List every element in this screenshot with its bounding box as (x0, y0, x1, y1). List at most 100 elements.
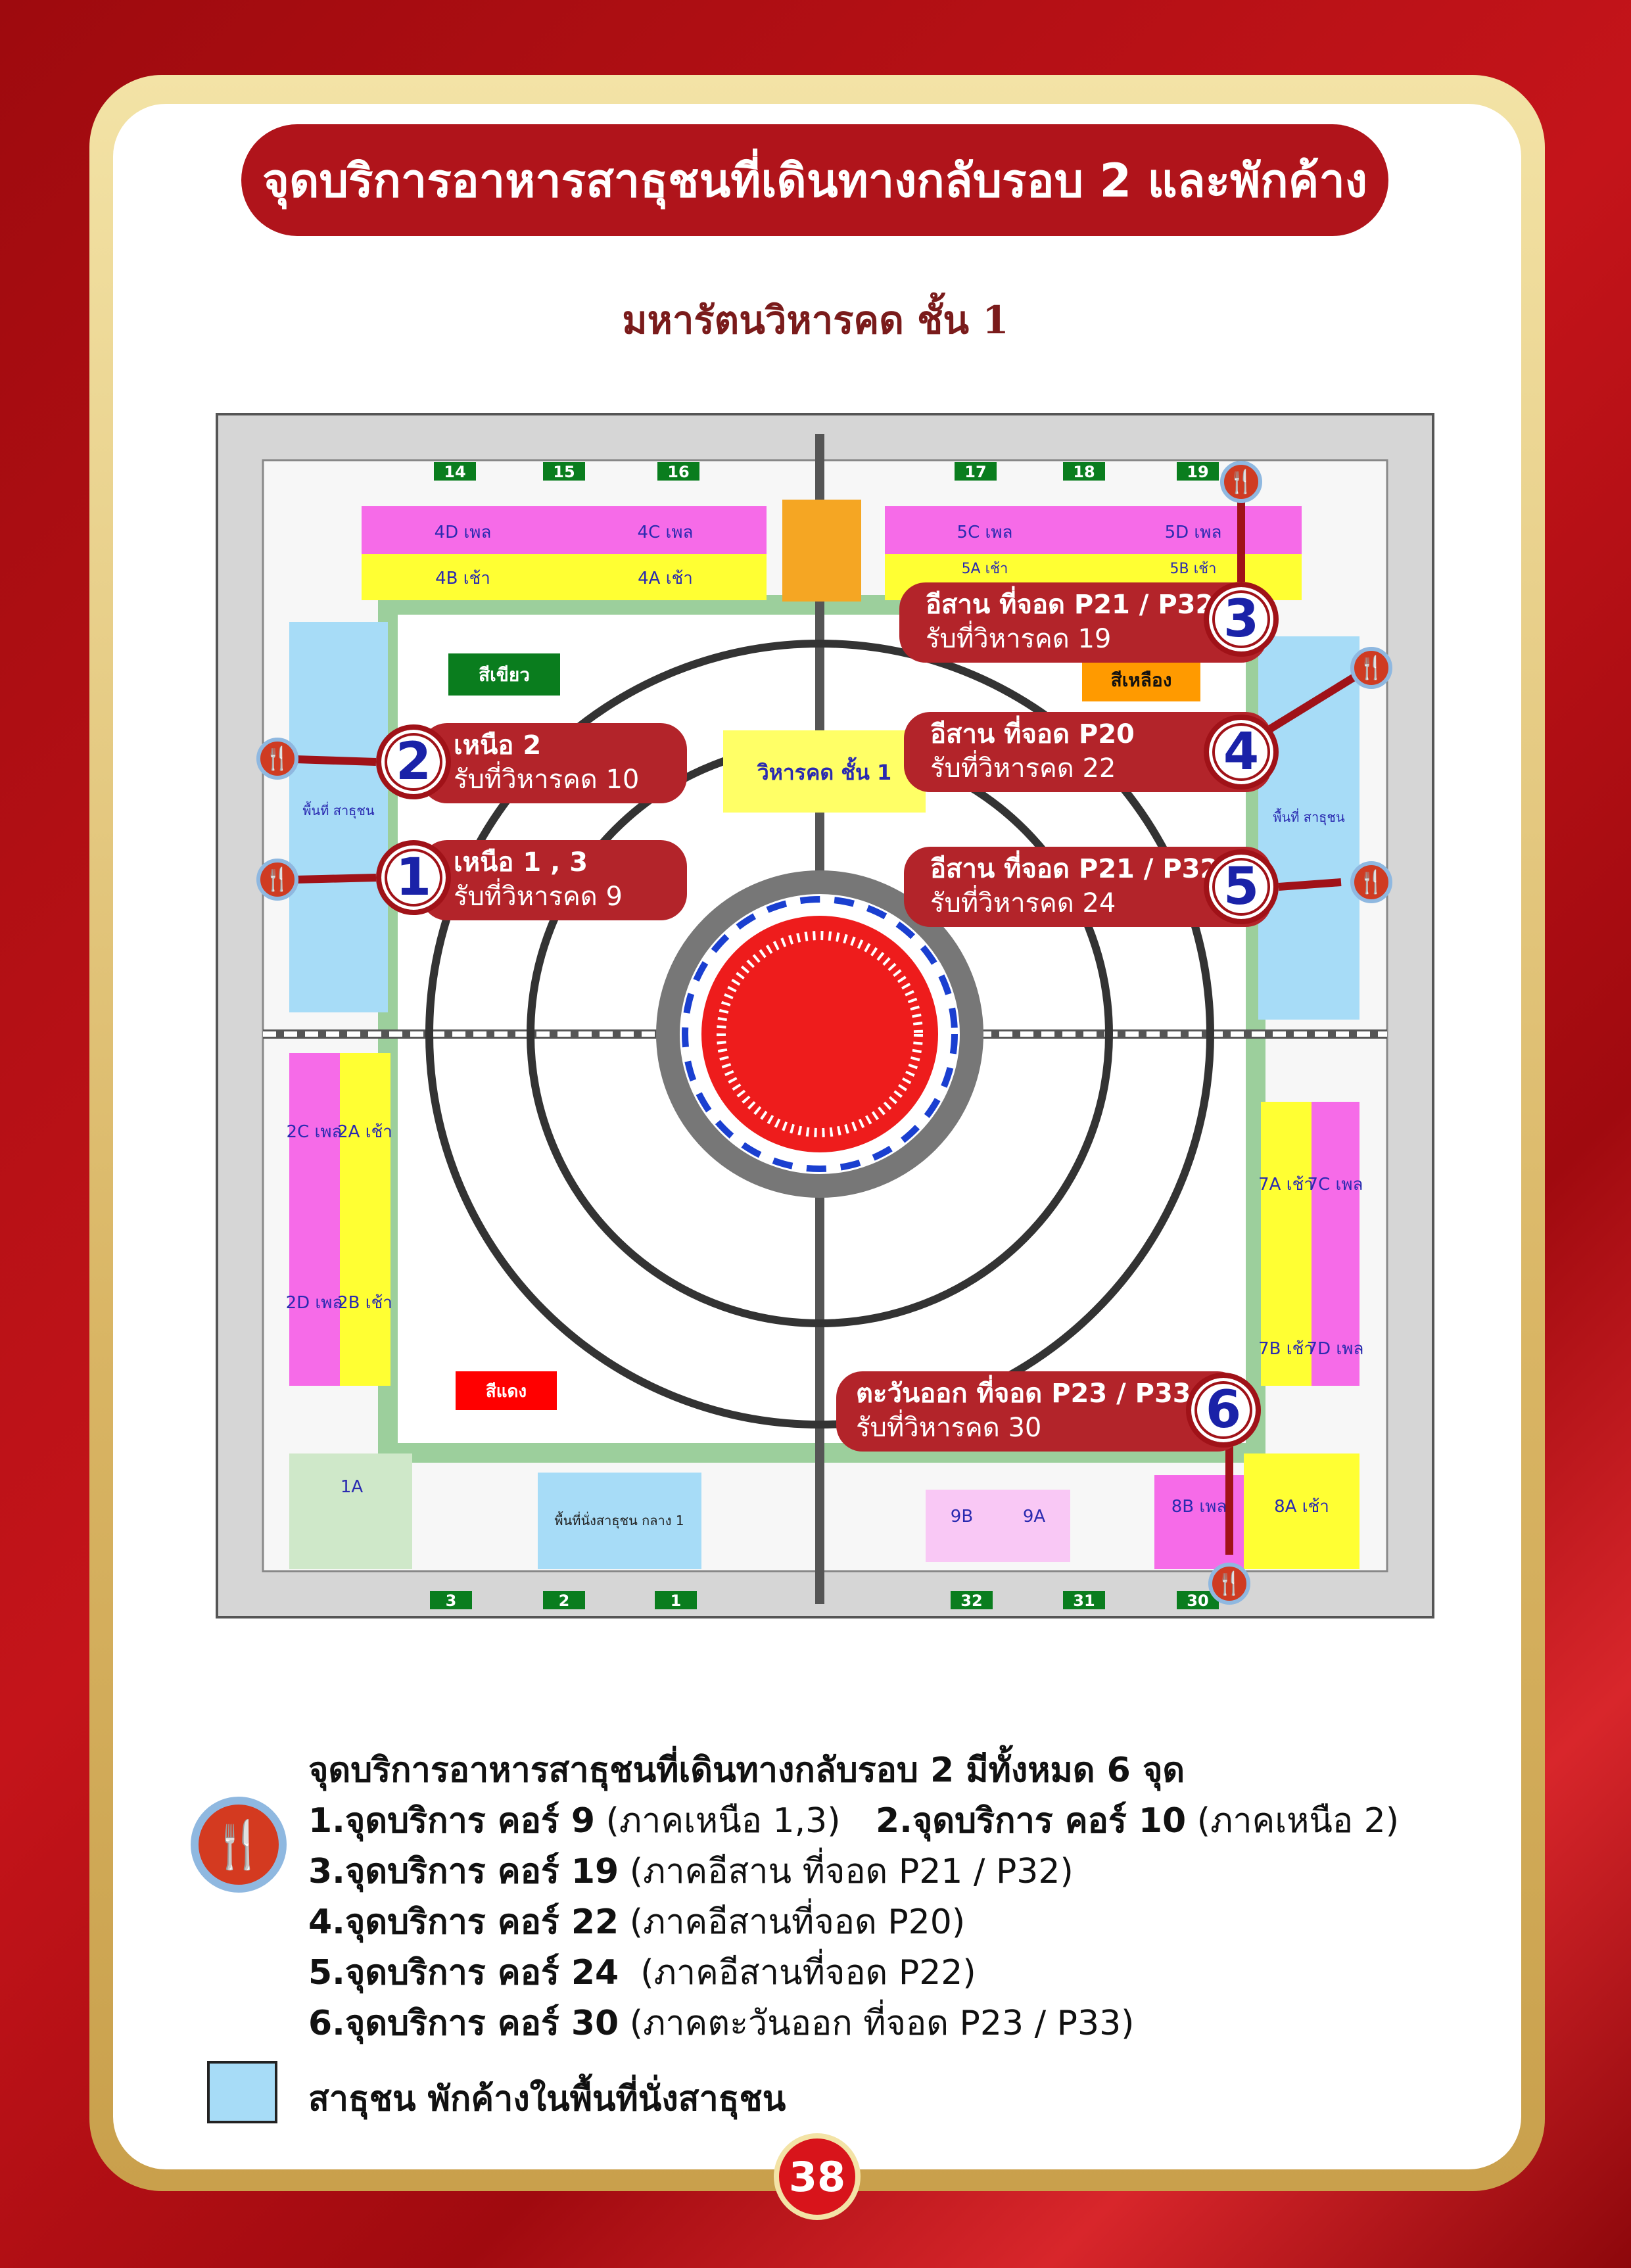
corridor-tag (543, 462, 585, 481)
food-service-point-4[interactable]: 🍴 (1350, 647, 1392, 689)
zone-label-5A: 5A เช้า (962, 561, 1008, 577)
yellow-zone-label-box (1082, 658, 1200, 701)
callout-number-1: 1 (376, 840, 451, 915)
zone-2C (289, 1053, 340, 1229)
arrow-2 (295, 755, 377, 766)
legend-item-label: 2.จุดบริการ คอร์ 10 (876, 1801, 1187, 1841)
public-area-label: พื้นที่ สาธุชน (302, 801, 375, 819)
center-label-box (723, 730, 926, 813)
callout-line2: รับที่วิหารคด 19 (926, 624, 1112, 654)
zone-4B (362, 554, 564, 600)
fork-spoon-icon: 🍴 (191, 1797, 287, 1893)
zone-label: 8B เพล (1171, 1497, 1227, 1517)
zone-5D (1085, 506, 1302, 554)
public-area-right (1258, 636, 1359, 1020)
corridor-number: 17 (964, 463, 986, 481)
food-service-point-5[interactable]: 🍴 (1350, 861, 1392, 903)
fork-spoon-icon: 🍴 (263, 866, 292, 893)
corridor-tag (657, 462, 699, 481)
yellow-zone-label: สีเหลือง (1111, 669, 1172, 691)
legend-item-label: 4.จุดบริการ คอร์ 22 (308, 1902, 619, 1942)
callout-number-3: 3 (1204, 582, 1279, 657)
corridor-tag (1063, 462, 1105, 481)
callout-number-5: 5 (1204, 849, 1279, 924)
zone-label: 7D เพล (1307, 1339, 1364, 1359)
zone-label: 4A เช้า (638, 569, 693, 588)
legend-item-label: 6.จุดบริการ คอร์ 30 (308, 2004, 619, 2043)
zone-label: 9A (1023, 1507, 1046, 1526)
arrow-5 (1278, 878, 1342, 891)
zone-center-top (782, 500, 861, 602)
legend-item-detail: (ภาคตะวันออก ที่จอด P23 / P33) (619, 2004, 1135, 2043)
zone-label: 9B (951, 1507, 973, 1526)
dome-center (701, 916, 938, 1152)
page-title: จุดบริการอาหารสาธุชนที่เดินทางกลับรอบ 2 … (241, 124, 1388, 236)
zone-4C (564, 506, 767, 554)
food-service-point-2[interactable]: 🍴 (256, 738, 298, 780)
callout-line2: รับที่วิหารคด 10 (454, 765, 640, 795)
legend-item-detail: (ภาคเหนือ 1,3) (595, 1801, 841, 1841)
legend-item-label: 1.จุดบริการ คอร์ 9 (308, 1801, 596, 1841)
zone-2D (289, 1229, 340, 1386)
zone-4D (362, 506, 564, 554)
corridor-number: 3 (446, 1592, 457, 1610)
zone-5C (885, 506, 1085, 554)
zone-label: 4B เช้า (435, 569, 490, 588)
zone-label: 1A (341, 1477, 364, 1497)
legend-item-detail: (ภาคอีสานที่จอด P22) (619, 1953, 976, 1993)
callout-line1: อีสาน ที่จอด P21 / P32 (926, 590, 1214, 620)
zone-7D (1312, 1273, 1359, 1386)
corridor-number: 32 (960, 1592, 982, 1610)
legend-item-label: 5.จุดบริการ คอร์ 24 (308, 1953, 619, 1993)
fork-spoon-icon: 🍴 (1215, 1571, 1244, 1597)
legend-title: จุดบริการอาหารสาธุชนที่เดินทางกลับรอบ 2 … (308, 1751, 1185, 1790)
zone-label: 5D เพล (1165, 523, 1222, 542)
legend-item-label: 3.จุดบริการ คอร์ 19 (308, 1852, 619, 1891)
green-zone-label-box (448, 653, 560, 696)
callout-line2: รับที่วิหารคด 24 (930, 888, 1116, 918)
food-service-point-3[interactable]: 🍴 (1220, 461, 1262, 503)
legend-item: 1.จุดบริการ คอร์ 9 (ภาคเหนือ 1,3) (308, 1793, 840, 1847)
zone-label: 2A เช้า (337, 1122, 392, 1142)
public-area-label: พื้นที่ สาธุชน (1273, 808, 1345, 826)
zone-label: 7A เช้า (1258, 1175, 1313, 1194)
legend-item: 5.จุดบริการ คอร์ 24 (ภาคอีสานที่จอด P22) (308, 1945, 976, 1999)
corridor-number: 19 (1187, 463, 1208, 481)
food-service-point-6[interactable]: 🍴 (1208, 1563, 1250, 1605)
legend-item: 6.จุดบริการ คอร์ 30 (ภาคตะวันออก ที่จอด … (308, 1995, 1134, 2050)
zone-2A (340, 1053, 390, 1229)
fork-spoon-icon: 🍴 (263, 745, 292, 772)
callout-number-4: 4 (1204, 715, 1279, 790)
outer-ring-road (425, 640, 1214, 1429)
callout-number-2: 2 (376, 724, 451, 799)
callout-1: เหนือ 1 , 3 รับที่วิหารคด 9 (421, 840, 687, 920)
corridor-number: 31 (1073, 1592, 1095, 1610)
food-service-point-1[interactable]: 🍴 (256, 859, 298, 901)
callout-line2: รับที่วิหารคด 22 (930, 753, 1116, 784)
zone-2B (340, 1229, 390, 1386)
public-area-label: พื้นที่นั่งสาธุชน กลาง 1 (554, 1511, 684, 1529)
corridor-tag (543, 1591, 585, 1609)
zone-label: 8A เช้า (1274, 1497, 1329, 1517)
red-zone-label-box (456, 1371, 557, 1410)
fork-spoon-icon: 🍴 (1357, 869, 1386, 895)
legend-item: 3.จุดบริการ คอร์ 19 (ภาคอีสาน ที่จอด P21… (308, 1843, 1074, 1898)
corridor-tag (955, 462, 997, 481)
fork-spoon-icon: 🍴 (1357, 655, 1386, 681)
zone-9A (998, 1490, 1070, 1562)
dome-blue-ring (682, 896, 958, 1172)
zone-7B (1261, 1273, 1312, 1386)
corridor-tag (430, 1591, 472, 1609)
callout-line2: รับที่วิหารคด 9 (454, 882, 623, 912)
overnight-area-label: สาธุชน พักค้างในพื้นที่นั่งสาธุชน (308, 2079, 786, 2119)
legend-item-detail: (ภาคอีสาน ที่จอด P21 / P32) (619, 1852, 1074, 1891)
callout-line1: เหนือ 1 , 3 (454, 847, 588, 878)
corridor-tag (1177, 462, 1219, 481)
corridor-number: 2 (559, 1592, 570, 1610)
red-zone-label: สีแดง (486, 1382, 527, 1402)
callout-line1: อีสาน ที่จอด P21 / P32 (930, 854, 1219, 884)
dome-pattern (717, 931, 923, 1137)
green-zone-label: สีเขียว (479, 664, 530, 686)
